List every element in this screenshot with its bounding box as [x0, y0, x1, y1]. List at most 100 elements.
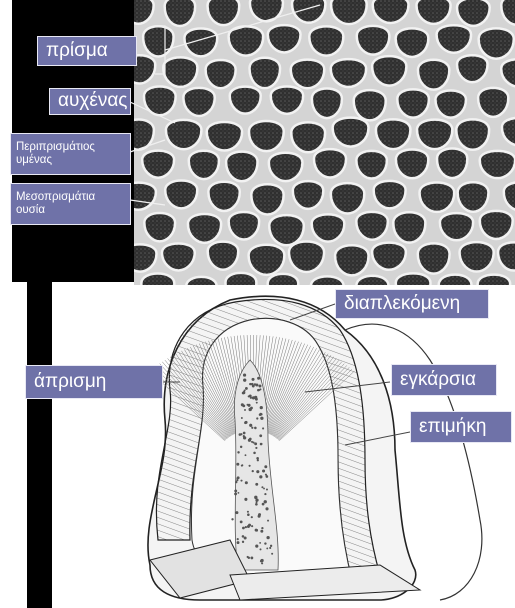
prism-rod — [144, 213, 175, 241]
pulp-dot — [255, 529, 258, 532]
pulp-dot — [259, 434, 262, 437]
prism-rod — [356, 212, 387, 240]
prism-rod — [331, 183, 365, 213]
prism-rod — [165, 0, 195, 26]
pulp-dot — [247, 556, 249, 558]
prism-rod — [186, 277, 217, 305]
pulp-dot — [269, 547, 271, 549]
prism-rod — [229, 26, 264, 55]
pulp-dot — [245, 454, 247, 456]
prism-rod — [141, 274, 174, 303]
prism-rod — [309, 26, 343, 55]
prism-rod — [456, 119, 489, 149]
pulp-dot — [237, 451, 239, 453]
pulp-dot — [256, 470, 259, 473]
pulp-dot — [242, 527, 245, 530]
pulp-dot — [247, 511, 249, 513]
pulp-dot — [252, 441, 254, 443]
prism-rod — [372, 56, 406, 85]
pulp-dot — [237, 541, 240, 544]
prism-rod — [374, 181, 406, 209]
pulp-dot — [242, 535, 245, 538]
pulp-dot — [249, 394, 252, 397]
prism-rod — [418, 60, 449, 90]
pulp-dot — [243, 374, 246, 377]
pulp-dot — [243, 379, 246, 382]
pulp-dot — [266, 475, 269, 478]
prism-rod — [291, 122, 325, 152]
label-epimiki: επιμήκη — [410, 411, 512, 443]
prism-rod — [435, 90, 465, 117]
prism-rod — [331, 59, 366, 87]
label-auxenas: αυχένας — [49, 88, 131, 115]
pulp-dot — [254, 442, 257, 445]
pulp-dot — [254, 427, 257, 430]
pulp-dot — [257, 459, 259, 461]
pulp-dot — [240, 520, 243, 523]
pulp-dot — [237, 538, 239, 540]
pulp-dot — [244, 498, 247, 501]
pulp-dot — [262, 469, 265, 472]
prism-rod — [457, 55, 487, 82]
pulp-dot — [257, 377, 260, 380]
prism-rod — [356, 151, 387, 179]
label-aprismi: άπρισμη — [25, 365, 163, 399]
prism-rod — [333, 118, 369, 147]
pulp-dot — [251, 427, 253, 429]
pulp-dot — [249, 465, 251, 467]
pulp-dot — [240, 433, 242, 435]
prism-rod — [478, 88, 508, 117]
pulp-dot — [255, 545, 258, 548]
pulp-dot — [231, 518, 233, 520]
pulp-dot — [266, 536, 269, 539]
prism-rod — [440, 213, 473, 240]
pulp-dot — [236, 463, 239, 466]
pulp-dot — [254, 496, 257, 499]
pulp-dot — [238, 492, 240, 494]
pulp-dot — [241, 417, 243, 419]
prism-rod — [396, 28, 429, 57]
prism-rod — [142, 151, 174, 178]
pulp-dot — [252, 396, 255, 399]
pulp-dot — [260, 406, 263, 409]
pulp-dot — [255, 483, 258, 486]
prism-rod — [437, 25, 471, 52]
pulp-dot — [240, 446, 242, 448]
pulp-dot — [260, 560, 262, 562]
pulp-dot — [262, 427, 264, 429]
prism-rod — [162, 243, 195, 270]
pulp-dot — [236, 479, 238, 481]
pulp-dot — [261, 443, 263, 445]
prism-rod — [166, 120, 201, 149]
pulp-dot — [261, 486, 263, 488]
prism-rod — [206, 60, 236, 88]
pulp-dot — [266, 488, 268, 490]
pulp-dot — [258, 513, 261, 516]
pulp-dot — [260, 413, 262, 415]
prism-rod — [314, 149, 346, 177]
pulp-dot — [242, 541, 244, 543]
pulp-dot — [254, 383, 256, 385]
prism-rod — [271, 86, 303, 113]
prism-rod — [420, 182, 455, 211]
pulp-dot — [243, 391, 245, 393]
prism-rod — [189, 151, 219, 179]
pulp-dot — [241, 403, 244, 406]
label-egkarsia: εγκάρσια — [391, 364, 497, 396]
prism-rod — [163, 57, 197, 87]
prism-rod — [289, 242, 324, 272]
pulp-dot — [248, 404, 251, 407]
prism-rod — [376, 119, 411, 149]
pulp-dot — [250, 557, 253, 560]
pulp-dot — [260, 417, 263, 420]
prism-rod — [230, 87, 261, 114]
pulp-dot — [256, 402, 258, 404]
pulp-dot — [260, 530, 263, 533]
prism-rod — [417, 120, 452, 150]
prism-rod — [249, 245, 285, 275]
label-peripris: Περιπρισμάτιος υμένας — [10, 133, 131, 175]
label-diaplekomeni: διαπλεκόμενη — [335, 289, 489, 319]
tooth-drawing — [148, 296, 482, 600]
prism-rod — [226, 152, 257, 182]
prism-rod — [208, 182, 239, 211]
